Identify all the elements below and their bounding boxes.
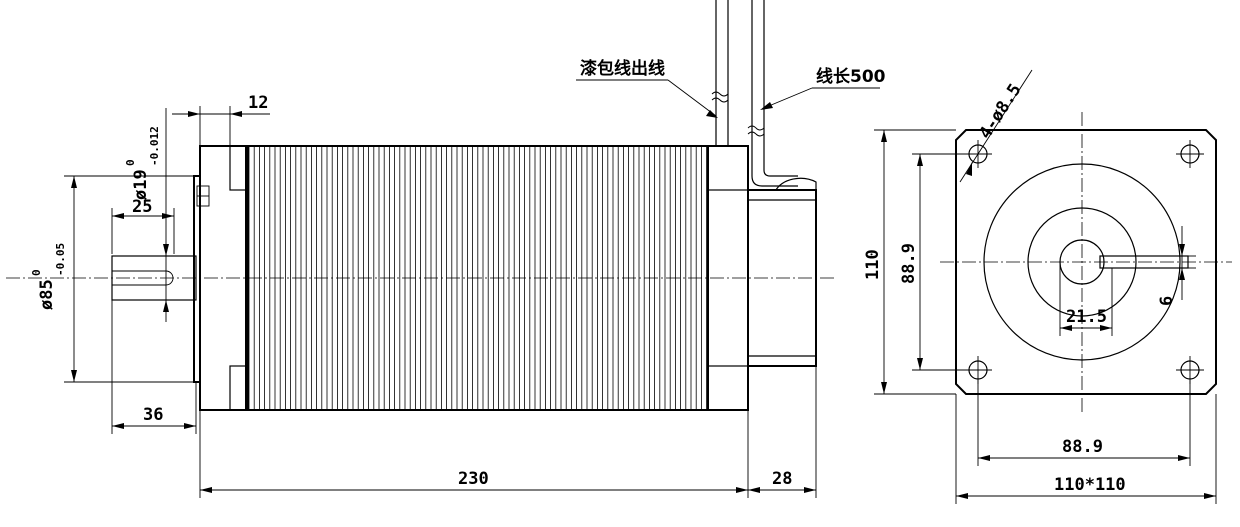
dim-110x110-label: 110*110: [1054, 475, 1126, 495]
dim-36-label: 36: [143, 405, 163, 425]
dim-25-label: 25: [132, 197, 152, 217]
dim-88-9-horizontal-label: 88.9: [1062, 437, 1103, 457]
wire-outlet-note: 漆包线出线: [580, 58, 665, 79]
dim-6-label: 6: [1157, 296, 1177, 306]
dim-19-tol-upper: 0: [124, 159, 137, 166]
pilot-circle: [983, 163, 1181, 361]
cooling-fins: [248, 147, 707, 409]
dim-6: 6: [1157, 226, 1196, 306]
mounting-hole: [1176, 140, 1204, 168]
square-flange: [955, 129, 1217, 395]
dim-230: 230 28: [199, 366, 817, 498]
finned-housing: [245, 145, 709, 411]
lead-wires: [711, 0, 798, 187]
dim-88-9-vertical: 88.9: [899, 153, 968, 371]
dim-110-label: 110: [863, 249, 883, 280]
dim-19-tol-lower: -0.012: [148, 126, 161, 166]
front-view: 4-ø8.5 110 88.9: [863, 69, 1232, 504]
dim-85-label: ø85: [37, 279, 57, 310]
dim-12: 12: [172, 93, 270, 146]
dim-25: 25: [111, 197, 175, 254]
leader-lead-length: 线长500: [760, 66, 886, 110]
mounting-hole: [964, 356, 992, 384]
dim-110x110: 110*110: [955, 394, 1217, 504]
boss-circle: [1027, 207, 1137, 317]
leader-wire-outlet: 漆包线出线: [576, 58, 718, 118]
keyway: [1099, 255, 1189, 269]
dim-19-label: ø19: [131, 169, 151, 200]
dim-85-tol-lower: -0.05: [54, 243, 67, 276]
dim-28-label: 28: [772, 469, 792, 489]
dim-110: 110: [863, 129, 956, 395]
dim-12-label: 12: [248, 93, 268, 113]
dim-36: 36: [111, 300, 197, 434]
dim-88-9-vertical-label: 88.9: [899, 243, 919, 284]
side-view: 12 ø19 0 -0.012 25: [6, 0, 886, 498]
dim-19: ø19 0 -0.012: [124, 108, 169, 322]
dim-holes: 4-ø8.5: [959, 69, 1033, 183]
mounting-hole: [1176, 356, 1204, 384]
lead-length-note: 线长500: [816, 66, 886, 87]
dim-21-5: 21.5: [1059, 262, 1113, 336]
dim-85: ø85 0 -0.05: [30, 175, 194, 383]
dim-88-9-horizontal: 88.9: [977, 380, 1191, 466]
dim-21-5-label: 21.5: [1066, 307, 1107, 327]
dim-230-label: 230: [458, 469, 489, 489]
dim-holes-label: 4-ø8.5: [975, 80, 1025, 142]
dim-85-tol-upper: 0: [30, 269, 43, 276]
